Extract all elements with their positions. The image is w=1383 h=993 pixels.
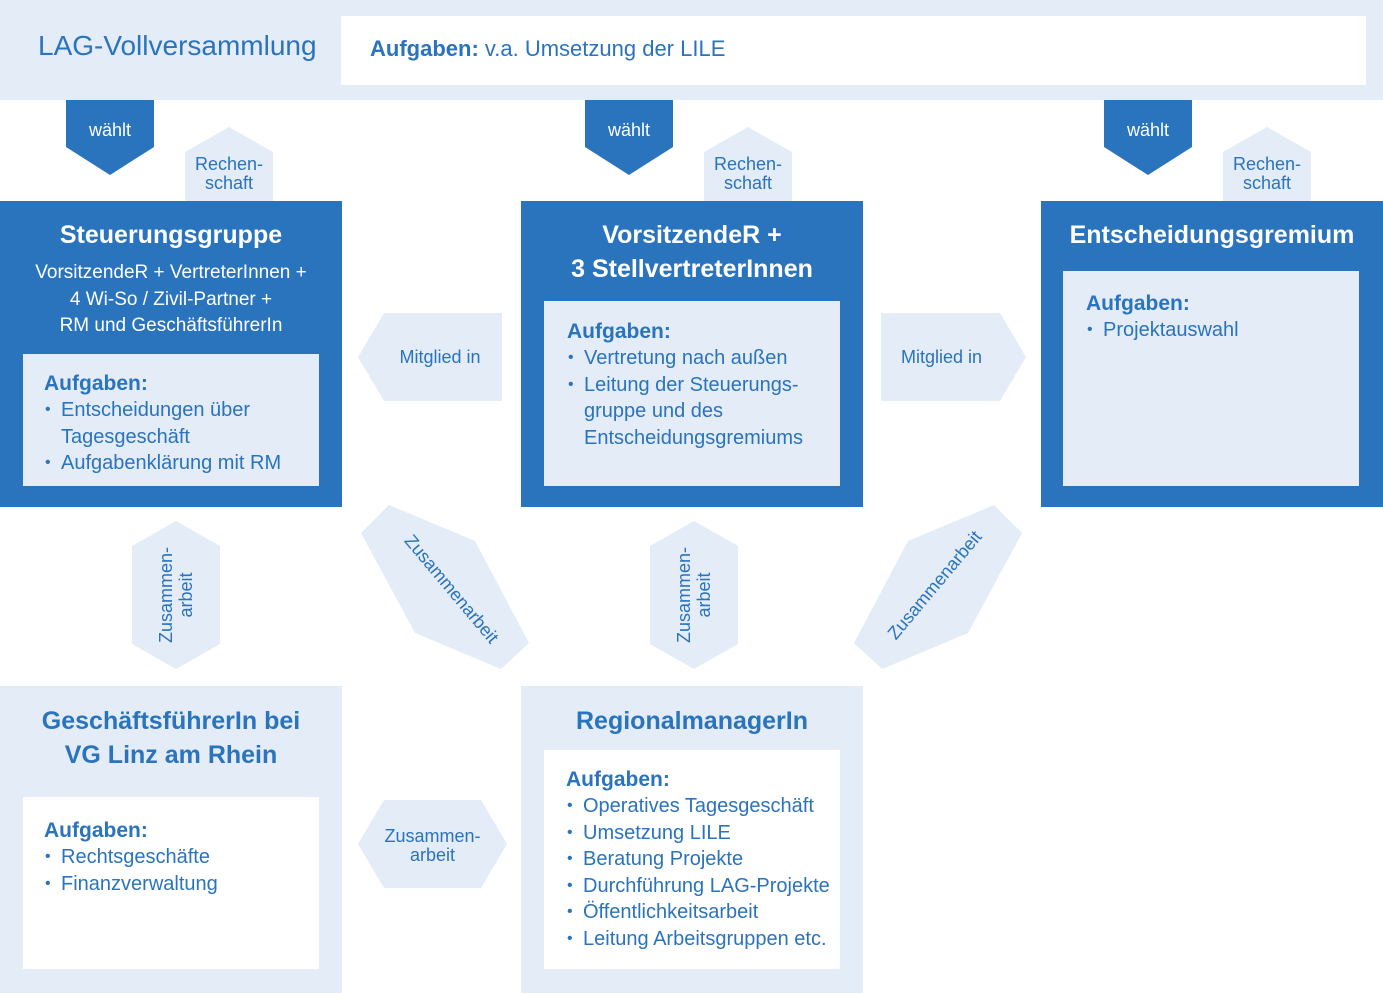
zusammenarbeit-horizontal-label-b: arbeit	[409, 845, 456, 865]
task-item: Öffentlichkeitsarbeit	[566, 899, 838, 926]
geschaeftsfuehrer-tasks: Aufgaben: Rechtsgeschäfte Finanzverwaltu…	[23, 797, 319, 969]
task-item: Vertretung nach außen	[567, 345, 817, 372]
entscheidungsgremium-task-head: Aufgaben:	[1086, 292, 1190, 315]
task-item: Finanzverwaltung	[44, 871, 304, 898]
task-item: Aufgabenklärung mit RM	[44, 450, 314, 477]
regionalmanager-box: RegionalmanagerIn Aufgaben: Operatives T…	[521, 686, 863, 993]
task-item: Operatives Tagesgeschäft	[566, 793, 838, 820]
waehlt-label-2: wählt	[607, 120, 651, 140]
vorsitz-task-head: Aufgaben:	[567, 320, 671, 343]
zusammenarbeit-arrow-vertical-mid: Zusammen-arbeit	[650, 521, 738, 669]
vorsitz-tasks: Aufgaben: Vertretung nach außen Leitung …	[544, 301, 840, 486]
rechenschaft-label-2a: Rechen-	[713, 154, 783, 174]
rechenschaft-label-1a: Rechen-	[194, 154, 264, 174]
steuerungsgruppe-title: Steuerungsgruppe	[59, 221, 283, 249]
rechenschaft-arrow-2: Rechen- schaft	[704, 127, 792, 201]
waehlt-arrow-3: wählt	[1104, 100, 1192, 175]
entscheidungsgremium-title: Entscheidungsgremium	[1069, 221, 1355, 249]
geschaeftsfuehrer-task-head: Aufgaben:	[44, 819, 148, 842]
task-item: Entscheidungen über Tagesgeschäft	[44, 397, 314, 450]
zusammenarbeit-vertical-label-mid: Zusammen-arbeit	[674, 546, 714, 644]
regionalmanager-title: RegionalmanagerIn	[576, 707, 808, 735]
rechenschaft-label-1b: schaft	[204, 173, 254, 193]
vorsitz-title-line1: VorsitzendeR +	[602, 221, 782, 249]
mitglied-in-label-right: Mitglied in	[900, 347, 983, 367]
geschaeftsfuehrer-title-line2: VG Linz am Rhein	[64, 741, 278, 769]
rechenschaft-label-3a: Rechen-	[1232, 154, 1302, 174]
rechenschaft-arrow-1: Rechen- schaft	[185, 127, 273, 201]
waehlt-arrow-1: wählt	[66, 100, 154, 175]
rechenschaft-arrow-3: Rechen- schaft	[1223, 127, 1311, 201]
assembly-task-label: Aufgaben:	[370, 36, 479, 61]
task-item: Durchführung LAG-Projekte	[566, 873, 838, 900]
steuerungsgruppe-tasks: Aufgaben: Entscheidungen über Tagesgesch…	[23, 354, 319, 486]
assembly-task-box	[341, 16, 1366, 85]
entscheidungsgremium-tasks: Aufgaben: Projektauswahl	[1063, 271, 1359, 486]
task-item: Rechtsgeschäfte	[44, 844, 304, 871]
steuerungsgruppe-member-line: VorsitzendeR + VertreterInnen +	[35, 262, 307, 283]
assembly-task-text: v.a. Umsetzung der LILE	[484, 36, 726, 61]
waehlt-label-1: wählt	[88, 120, 132, 140]
assembly-task: Aufgaben: v.a. Umsetzung der LILE	[370, 36, 725, 62]
waehlt-arrow-2: wählt	[585, 100, 673, 175]
entscheidungsgremium-box: Entscheidungsgremium Aufgaben: Projektau…	[1041, 201, 1383, 507]
mitglied-in-arrow-left: Mitglied in	[358, 313, 502, 401]
vorsitz-box: VorsitzendeR + 3 StellvertreterInnen Auf…	[521, 201, 863, 507]
zusammenarbeit-arrow-diagonal-left: Zusammenarbeit	[359, 503, 531, 671]
zusammenarbeit-arrow-horizontal: Zusammen- arbeit	[358, 800, 507, 888]
zusammenarbeit-vertical-label-left: Zusammen-arbeit	[156, 546, 196, 644]
mitglied-in-label-left: Mitglied in	[399, 347, 481, 367]
geschaeftsfuehrer-title-line1: GeschäftsführerIn bei	[41, 707, 301, 735]
task-item: Leitung Arbeitsgruppen etc.	[566, 926, 838, 953]
steuerungsgruppe-member-line: RM und GeschäftsführerIn	[59, 315, 283, 336]
waehlt-label-3: wählt	[1126, 120, 1170, 140]
rechenschaft-label-2b: schaft	[723, 173, 773, 193]
task-item: Beratung Projekte	[566, 846, 838, 873]
steuerungsgruppe-box: Steuerungsgruppe VorsitzendeR + Vertrete…	[0, 201, 342, 507]
zusammenarbeit-arrow-diagonal-right: Zusammenarbeit	[852, 503, 1024, 671]
geschaeftsfuehrer-box: GeschäftsführerIn bei VG Linz am Rhein A…	[0, 686, 342, 993]
mitglied-in-arrow-right: Mitglied in	[881, 313, 1026, 401]
task-item: Leitung der Steuerungs-gruppe und des En…	[567, 372, 817, 452]
rechenschaft-label-3b: schaft	[1242, 173, 1292, 193]
zusammenarbeit-horizontal-label-a: Zusammen-	[384, 826, 481, 846]
assembly-title: LAG-Vollversammlung	[38, 30, 317, 61]
regionalmanager-tasks: Aufgaben: Operatives Tagesgeschäft Umset…	[544, 750, 840, 969]
zusammenarbeit-arrow-vertical-left: Zusammen-arbeit	[132, 521, 220, 669]
task-item: Umsetzung LILE	[566, 820, 838, 847]
vorsitz-title-line2: 3 StellvertreterInnen	[571, 255, 813, 283]
steuerungsgruppe-member-line: 4 Wi-So / Zivil-Partner +	[69, 288, 273, 310]
task-item: Projektauswahl	[1086, 317, 1346, 344]
steuerungsgruppe-task-head: Aufgaben:	[44, 372, 148, 395]
regionalmanager-task-head: Aufgaben:	[566, 768, 670, 791]
